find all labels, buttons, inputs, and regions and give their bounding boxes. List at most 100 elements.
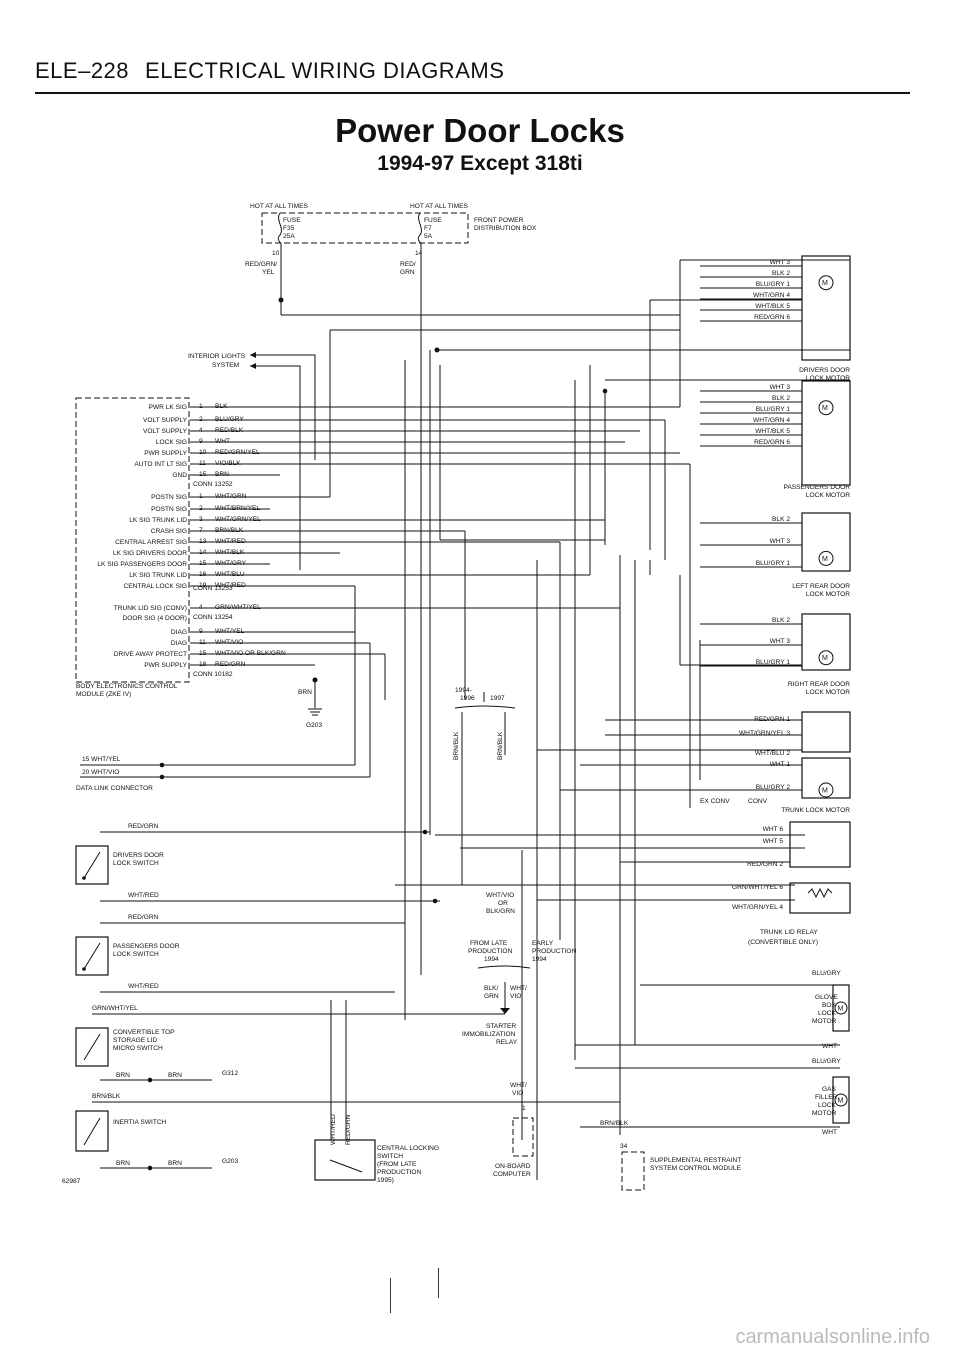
year-1996: 1996 (460, 695, 475, 702)
motor-name: LOCK MOTOR (806, 492, 850, 499)
srs-name-1: SUPPLEMENTAL RESTRAINT (650, 1157, 741, 1164)
motor-name: DRIVERS DOOR (799, 367, 850, 374)
dlc-name: DATA LINK CONNECTOR (76, 785, 153, 792)
dlc-pin-20: 20 WHT/VIO (82, 769, 119, 776)
trunk-motor-box-2 (801, 757, 851, 799)
central-wire-2: RED/GRN (345, 1114, 352, 1145)
fuse-f35-label: FUSE (283, 217, 301, 224)
glove-name-2: BOX (822, 1002, 837, 1009)
starter-name-2: IMMOBILIZATION (462, 1031, 516, 1038)
header-rule (35, 92, 910, 94)
glove-name-4: MOTOR (812, 1018, 837, 1025)
inertia-name: INERTIA SWITCH (113, 1119, 167, 1126)
obc-name-1: ON-BOARD (495, 1163, 531, 1170)
year-split: 1994- 1996 1997 BRN/BLK BRN/BLK (453, 687, 516, 885)
motor-wire-label: WHT 3 (770, 538, 791, 545)
motor-name: LEFT REAR DOOR (792, 583, 850, 590)
hot-label-right: HOT AT ALL TIMES (410, 203, 469, 210)
interior-lights-system: INTERIOR LIGHTS SYSTEM (188, 352, 316, 460)
srs-pin: 34 (620, 1143, 628, 1150)
zke-pin-label: PWR LK SIG (149, 404, 187, 411)
dr-switch-name-2: LOCK SWITCH (113, 860, 159, 867)
motor-m-letter: M (822, 556, 828, 563)
watermark: carmanualsonline.info (735, 1326, 930, 1348)
fuse-f35-id: F35 (283, 225, 295, 232)
motor-wire-label: WHT 3 (770, 384, 791, 391)
relay-wire-label: WHT/GRN/YEL 4 (732, 904, 783, 911)
trunk-relay-conv-only: (CONVERTIBLE ONLY) (748, 939, 818, 946)
motor-wire-label: RED/GRN 6 (754, 314, 790, 321)
conv-label: CONV (748, 798, 768, 805)
central-locking-switch: WHT/RED RED/GRN CENTRAL LOCKING SWITCH (… (314, 1000, 439, 1184)
zke-pin-label: VOLT SUPPLY (143, 428, 188, 435)
lock-motor-box (801, 255, 851, 361)
central-name-1: CENTRAL LOCKING (377, 1145, 439, 1152)
motor-m-letter: M (822, 405, 828, 412)
obc-name-2: COMPUTER (493, 1171, 531, 1178)
motor-wire-label: BLU/GRY 1 (756, 281, 791, 288)
ground-wire-brn: BRN (298, 689, 312, 696)
conv-switch-wire-2: BRN (116, 1072, 130, 1079)
zke-pin-label: AUTO INT LT SIG (134, 461, 187, 468)
motor-wire-label: WHT 3 (770, 259, 791, 266)
trunk-motor-symbol (818, 782, 834, 798)
motor-wire-label: BLK 2 (772, 617, 790, 624)
glove-name-1: GLOVE (815, 994, 838, 1001)
interior-lights-label-1: INTERIOR LIGHTS (188, 353, 246, 360)
zke-pin-label: LK SIG TRUNK LID (129, 517, 187, 524)
glove-box-lock-motor: BLU/GRY GLOVE BOX LOCK MOTOR M WHT (812, 970, 850, 1050)
svg-text:M: M (838, 1006, 844, 1013)
distbox-name-1: FRONT POWER (474, 217, 524, 224)
starter-wire-1: WHT/VIO (486, 892, 514, 899)
page-mark-left (390, 1278, 391, 1313)
fuse-f35-symbol (277, 212, 282, 244)
gas-wire: BLU/GRY (812, 1058, 841, 1065)
obc-wire-2: VIO (512, 1090, 523, 1097)
starter-name-3: RELAY (496, 1039, 518, 1046)
glove-name-3: LOCK (818, 1010, 837, 1017)
conv-switch-name-1: CONVERTIBLE TOP (113, 1029, 175, 1036)
split-wire-1: BRN/BLK (453, 731, 460, 760)
obc-pin: 1 (522, 1105, 526, 1112)
fuse-f7-id: F7 (424, 225, 432, 232)
ground-g203: BRN G203 (298, 677, 322, 729)
zke-pin-label: DOOR SIG (4 DOOR) (123, 615, 187, 622)
data-link-connector: 15 WHT/YEL 20 WHT/VIO DATA LINK CONNECTO… (76, 756, 370, 792)
lock-motor-box (801, 380, 851, 486)
zke-pin-label: CRASH SIG (151, 528, 187, 535)
zke-pin-label: LOCK SIG (156, 439, 187, 446)
zke-module-box (75, 397, 190, 683)
dr-switch-wire-2: WHT/RED (128, 892, 159, 899)
relay-wire-label: RED/GRN 2 (747, 861, 783, 868)
inertia-wire-3: BRN (168, 1160, 182, 1167)
trunk-motor-name: TRUNK LOCK MOTOR (781, 807, 850, 814)
glove-wht: WHT (822, 1043, 837, 1050)
conv-switch-name-2: STORAGE LID (113, 1037, 157, 1044)
fuse-wire-left-1: RED/GRN/ (245, 261, 277, 268)
trunk-wire-label: RED/GRN 1 (754, 716, 790, 723)
fuse-wire-right-2: GRN (400, 269, 415, 276)
zke-pin-label: CENTRAL ARREST SIG (115, 539, 187, 546)
fuse-wire-right-1: RED/ (400, 261, 416, 268)
zke-conn-13252: CONN 13252 (193, 481, 233, 488)
fuse-f7-label: FUSE (424, 217, 442, 224)
fuse-wire-left-2: YEL (262, 269, 275, 276)
motor-symbol (818, 550, 834, 566)
ground-id-g203: G203 (306, 722, 322, 729)
distbox-name-2: DISTRIBUTION BOX (474, 225, 537, 232)
starter-early-2: PRODUCTION (532, 948, 577, 955)
zke-conn-13253: CONN 13253 (193, 585, 233, 592)
dlc-pin-15: 15 WHT/YEL (82, 756, 121, 763)
central-name-5: 1995) (377, 1177, 394, 1184)
zke-pin-label: DIAG (171, 640, 187, 647)
starter-wire-or: OR (498, 900, 508, 907)
gas-name-1: GAS (822, 1086, 837, 1093)
motor-wire-label: BLK 2 (772, 516, 790, 523)
zke-name-2: MODULE (ZKE IV) (76, 691, 131, 698)
trunk-wire-label: WHT 1 (770, 761, 791, 768)
motor-wire-label: WHT 3 (770, 638, 791, 645)
starter-immobilization-relay: WHT/VIO OR BLK/GRN FROM LATE PRODUCTION … (462, 892, 577, 1046)
relay-wire-label: GRN/WHT/YEL 6 (732, 884, 783, 891)
motor-m-letter: M (822, 280, 828, 287)
